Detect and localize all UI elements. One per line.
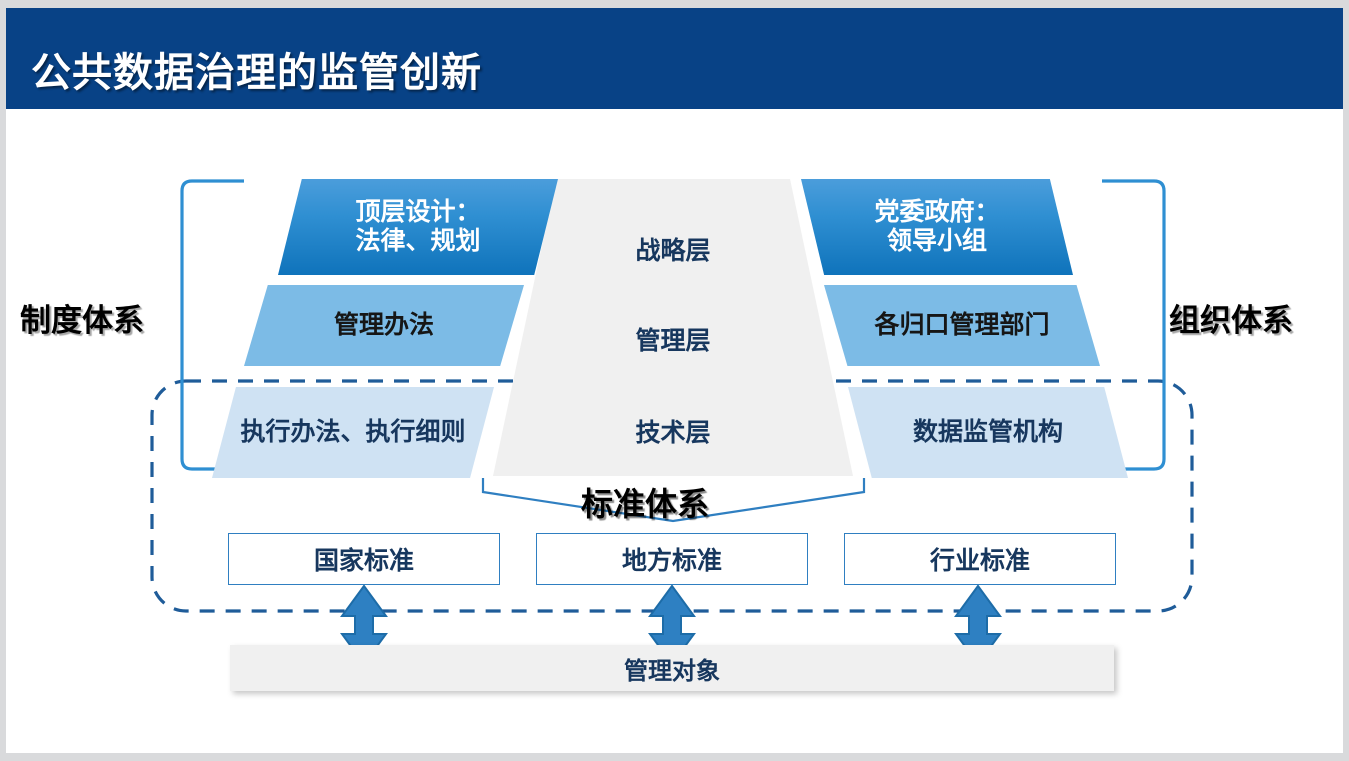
standard-box-national[interactable]: 国家标准 [228,533,500,585]
pyramid-level-management: 管理层 [635,327,711,355]
standard-box-local[interactable]: 地方标准 [536,533,808,585]
pyramid-level-strategy: 战略层 [635,237,711,265]
pyramid-level-technical: 技术层 [635,419,711,447]
slide-canvas: 公共数据治理的监管创新 战略层 管理 [6,8,1343,753]
right-item-departments[interactable]: 各归口管理部门 [824,285,1100,366]
left-item-top-design[interactable]: 顶层设计： 法律、规划 [278,179,558,275]
standard-box-industry[interactable]: 行业标准 [844,533,1116,585]
managed-object-label: 管理对象 [624,657,720,685]
center-pyramid [493,179,853,476]
managed-object-bar[interactable]: 管理对象 [230,645,1114,691]
left-item-execution-rules[interactable]: 执行办法、执行细则 [212,387,494,478]
right-item-data-regulator[interactable]: 数据监管机构 [848,387,1128,478]
right-item-party-government[interactable]: 党委政府： 领导小组 [801,179,1073,275]
label-organization-system: 组织体系 [1169,303,1293,338]
left-item-top-design-line1: 顶层设计： [355,197,481,226]
label-standard-system: 标准体系 [581,486,710,522]
slide-title-bar: 公共数据治理的监管创新 [6,8,1343,109]
diagram-canvas: 战略层 管理层 技术层 顶层设计： 法律、规划 管理办法 执行办法、执行细则 党… [6,109,1343,753]
left-item-top-design-line2: 法律、规划 [355,227,481,255]
label-institution-system: 制度体系 [20,303,144,338]
page-title: 公共数据治理的监管创新 [31,51,482,95]
right-item-party-government-line1: 党委政府： [874,197,1000,226]
right-item-party-government-line2: 领导小组 [886,227,987,255]
left-item-management-method[interactable]: 管理办法 [244,285,524,366]
